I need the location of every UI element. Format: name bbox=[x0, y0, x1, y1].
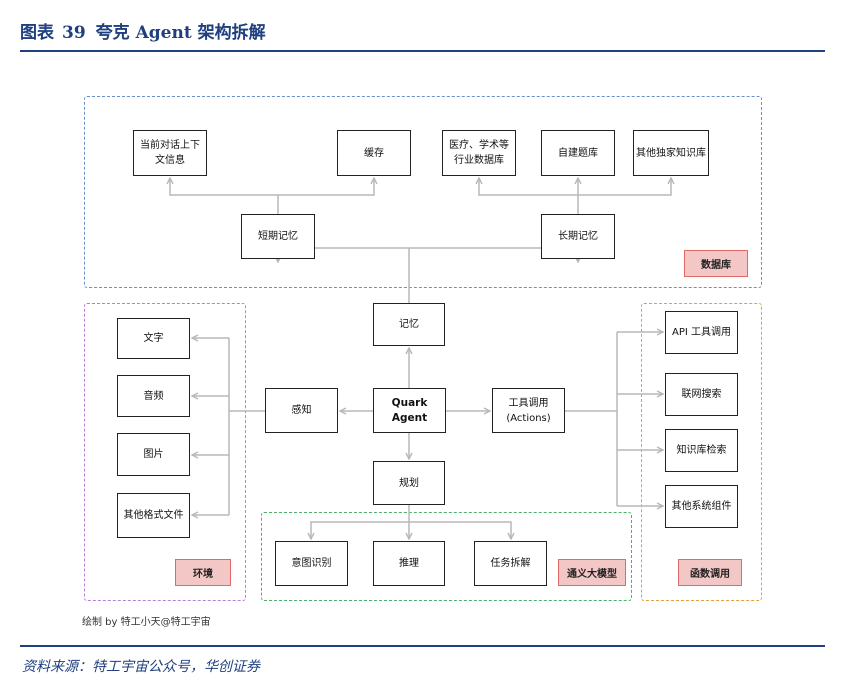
memory-node: 记忆 bbox=[373, 303, 445, 346]
functions-region bbox=[641, 303, 762, 601]
llm-tag: 通义大模型 bbox=[558, 559, 626, 586]
context-info-node: 当前对话上下 文信息 bbox=[133, 130, 207, 176]
cache-node: 缓存 bbox=[337, 130, 411, 176]
actions-node: 工具调用 (Actions) bbox=[492, 388, 565, 433]
image-node: 图片 bbox=[117, 433, 190, 476]
other-system-components-node: 其他系统组件 bbox=[665, 485, 738, 528]
api-tool-call-node: API 工具调用 bbox=[665, 311, 738, 354]
task-decomposition-node: 任务拆解 bbox=[474, 541, 547, 586]
self-built-question-bank-node: 自建题库 bbox=[541, 130, 615, 176]
knowledge-base-retrieval-node: 知识库检索 bbox=[665, 429, 738, 472]
short-term-to-cache bbox=[278, 178, 374, 196]
short-term-to-context bbox=[170, 178, 278, 196]
source-note: 资料来源：特工宇宙公众号，华创证券 bbox=[22, 659, 260, 675]
long-term-to-industry-db bbox=[479, 178, 578, 196]
perception-node: 感知 bbox=[265, 388, 338, 433]
environment-tag: 环境 bbox=[175, 559, 231, 586]
intent-recognition-node: 意图识别 bbox=[275, 541, 348, 586]
web-search-node: 联网搜索 bbox=[665, 373, 738, 416]
planning-to-decomposition bbox=[409, 521, 511, 539]
llm-region bbox=[261, 512, 632, 601]
drawing-credit: 绘制 by 特工小天@特工宇宙 bbox=[82, 617, 211, 628]
short-term-memory-node: 短期记忆 bbox=[241, 214, 315, 259]
planning-to-intent bbox=[311, 521, 409, 539]
quark-agent-node: Quark Agent bbox=[373, 388, 446, 433]
database-tag: 数据库 bbox=[684, 250, 748, 277]
planning-node: 规划 bbox=[373, 461, 445, 505]
title-rule bbox=[20, 50, 825, 52]
long-term-memory-node: 长期记忆 bbox=[541, 214, 615, 259]
environment-region bbox=[84, 303, 246, 601]
text-node: 文字 bbox=[117, 318, 190, 359]
long-term-to-exclusive-kb bbox=[578, 178, 671, 196]
audio-node: 音频 bbox=[117, 375, 190, 417]
figure-number: 39 bbox=[62, 23, 86, 43]
exclusive-knowledge-base-node: 其他独家知识库 bbox=[633, 130, 709, 176]
functions-tag: 函数调用 bbox=[678, 559, 742, 586]
other-file-formats-node: 其他格式文件 bbox=[117, 493, 190, 538]
footer-rule bbox=[20, 645, 825, 647]
figure-title-text: 夸克 Agent 架构拆解 bbox=[95, 23, 266, 43]
figure-title: 图表 39 夸克 Agent 架构拆解 bbox=[20, 18, 266, 43]
database-region bbox=[84, 96, 762, 288]
industry-database-node: 医疗、学术等 行业数据库 bbox=[442, 130, 516, 176]
figure-label: 图表 bbox=[20, 23, 54, 43]
reasoning-node: 推理 bbox=[373, 541, 445, 586]
